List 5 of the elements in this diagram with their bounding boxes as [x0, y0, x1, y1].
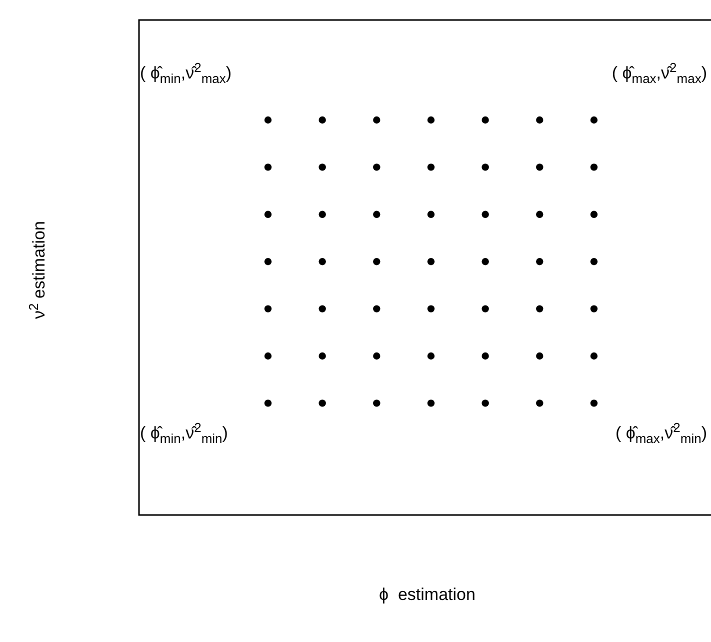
x-axis-label: ϕ estimation [379, 585, 476, 606]
corner-label: ( ϕ̂$_{min}$,ν̂$^{2}$$_{max}$) [140, 60, 232, 87]
corner-label: ( ϕ̂$_{max}$,ν̂$^{2}$$_{max}$) [612, 60, 707, 87]
corner-label: ( ϕ̂$_{max}$,ν̂$^{2}$$_{min}$) [615, 420, 707, 447]
corner-label: ( ϕ̂$_{min}$,ν̂$^{2}$$_{min}$) [140, 420, 228, 447]
